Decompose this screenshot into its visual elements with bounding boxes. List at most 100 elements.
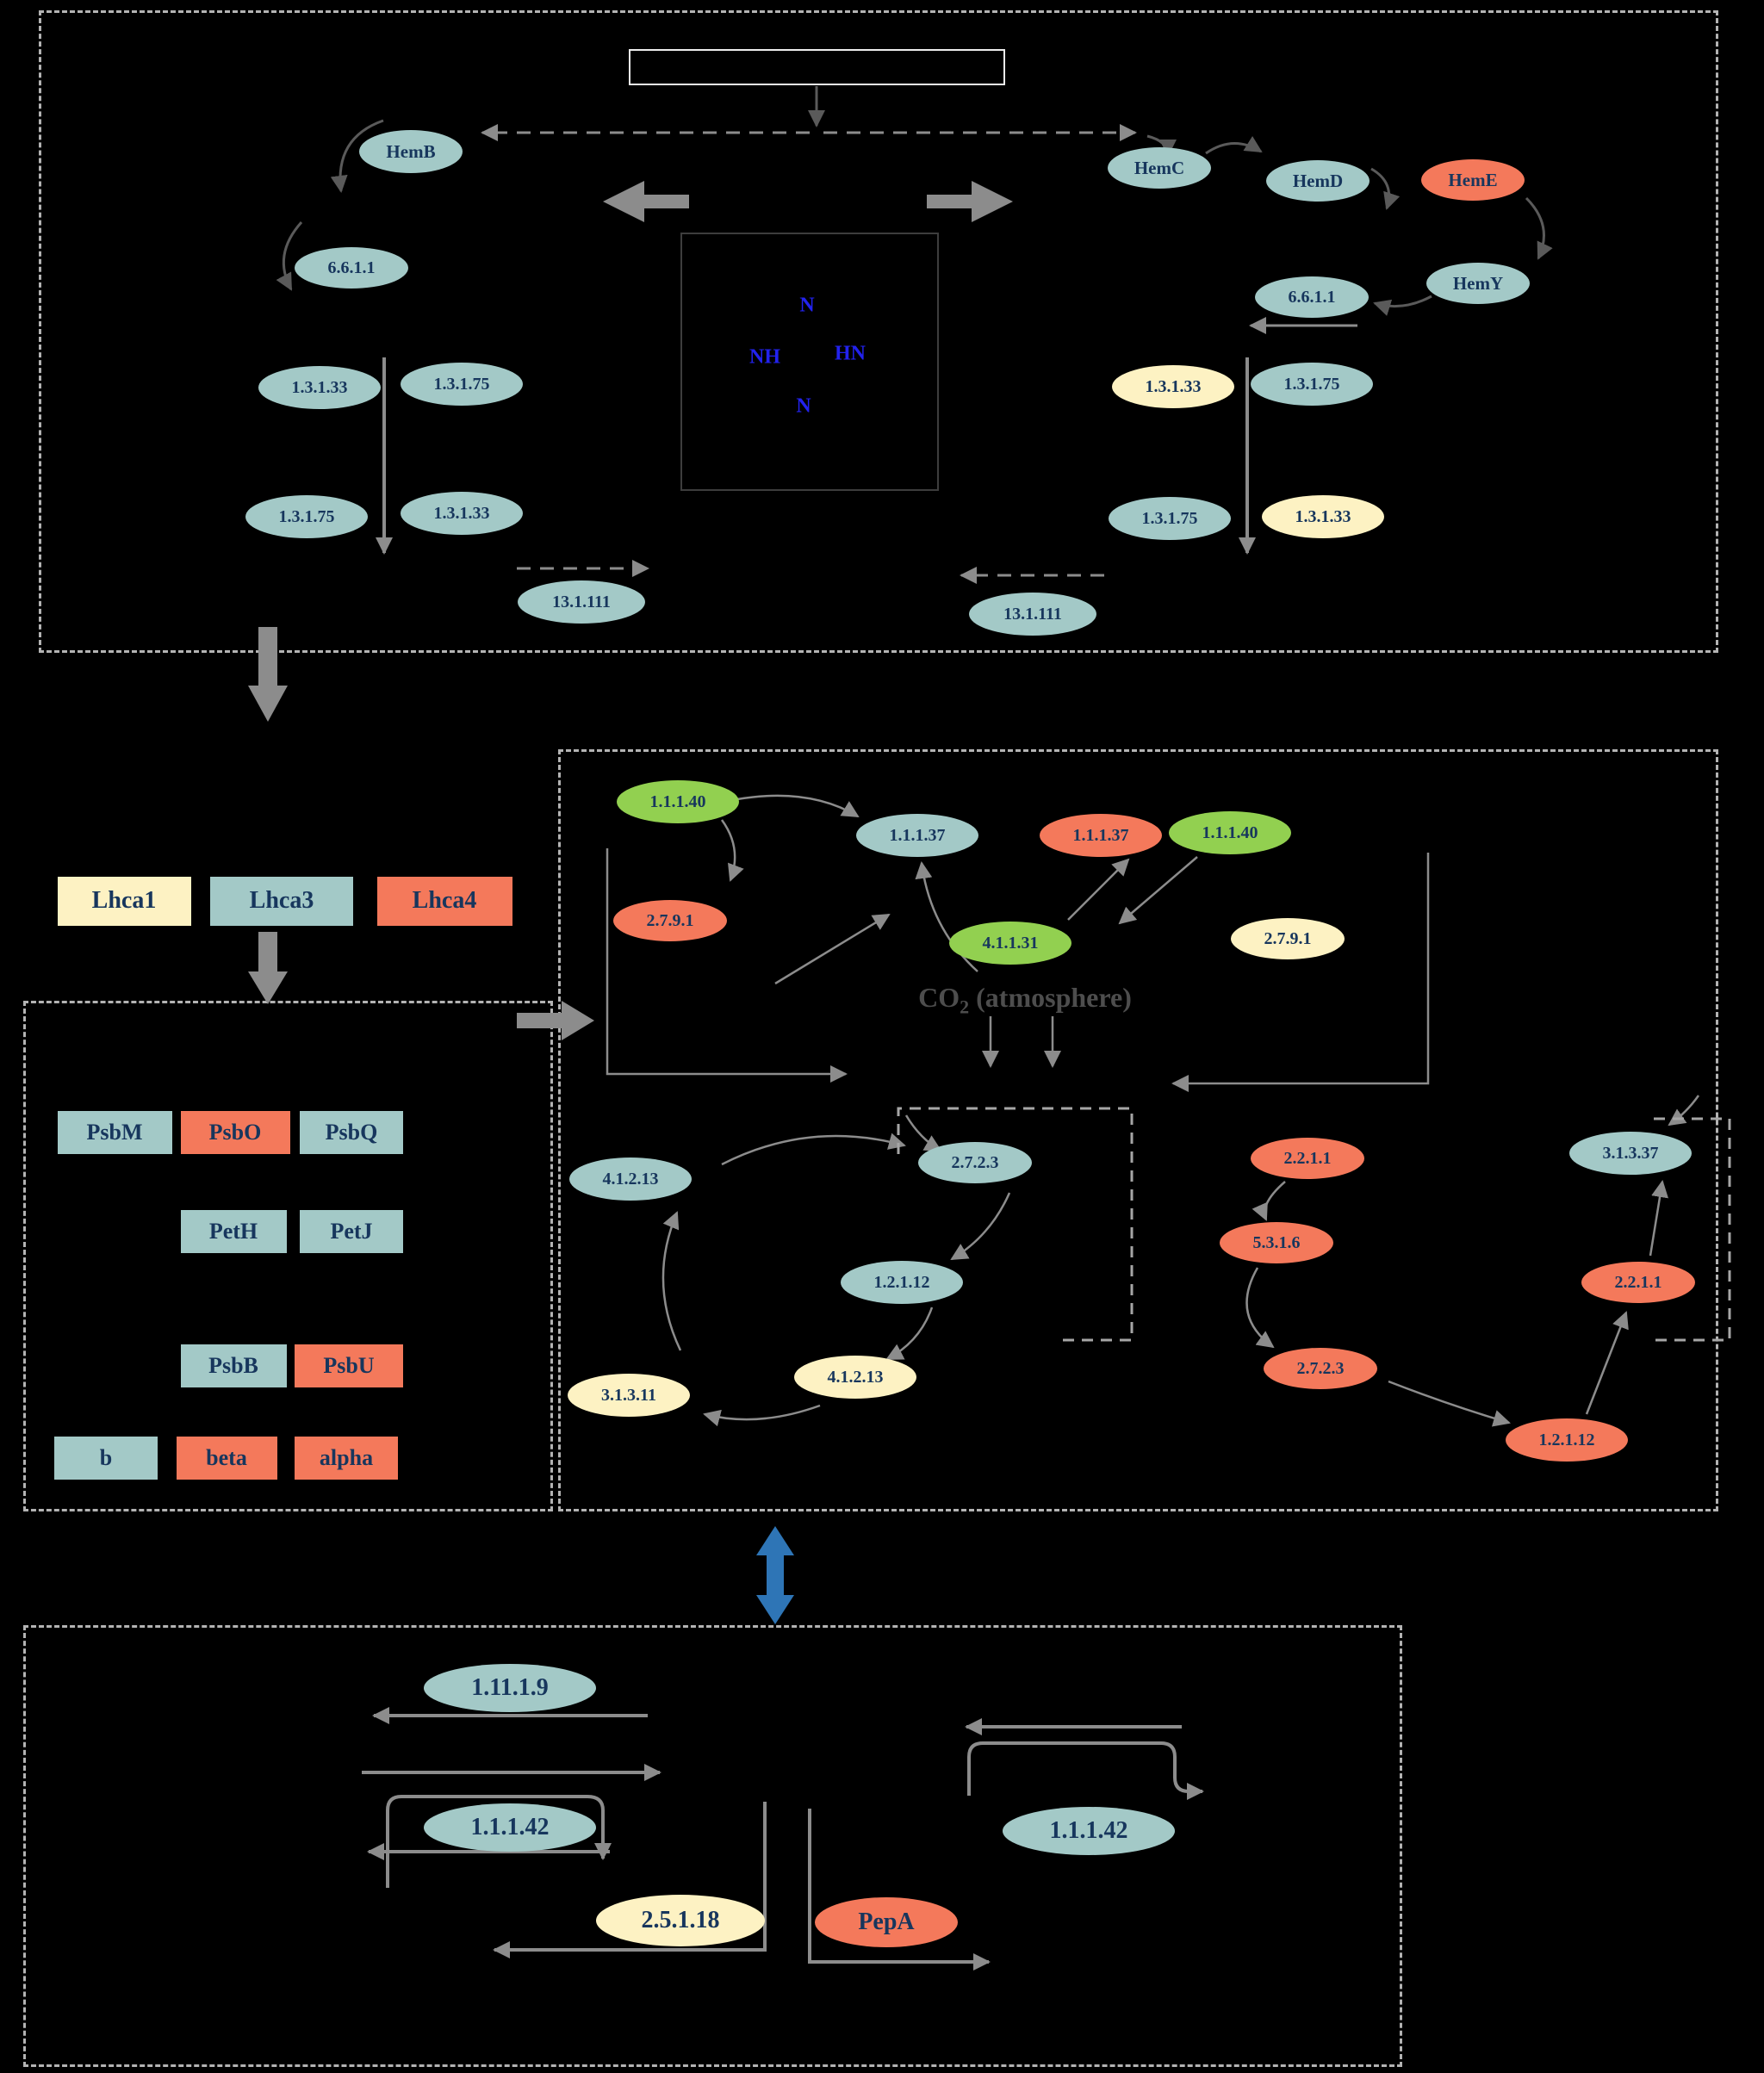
ec-6-6-1-1-right: 6.6.1.1 (1255, 276, 1369, 318)
calvin-arc-to-41213b (885, 1306, 934, 1361)
fat-arrow-left (603, 181, 689, 222)
photosystem-box (23, 1001, 553, 1511)
co2-suffix: (atmosphere) (969, 982, 1132, 1013)
ec-2-7-2-3-b: 2.7.2.3 (1264, 1348, 1377, 1389)
ec-13-1-111-right: 13.1.111 (969, 593, 1096, 636)
arrow-heme-hemy (1525, 196, 1553, 260)
petH: PetH (180, 1210, 287, 1253)
ec-1-2-1-12-a: 1.2.1.12 (841, 1261, 963, 1304)
arrow-2791a-up (774, 913, 891, 985)
carbon-fixation-box (558, 749, 1718, 1511)
blue-double-arrow (756, 1526, 794, 1624)
arrow-11140a-down (720, 819, 744, 882)
subunit-b: b (54, 1437, 158, 1480)
calvin-arc-top (721, 1133, 906, 1166)
calvin-arc-bottom (703, 1404, 821, 1427)
arrow-into-31337 (1668, 1095, 1700, 1126)
pathway-title-box (629, 49, 1005, 85)
ec-3-1-3-37: 3.1.3.37 (1569, 1132, 1692, 1175)
hemC: HemC (1108, 147, 1211, 189)
antioxidant-box (23, 1625, 1402, 2067)
arrow-hemy-6611 (1373, 295, 1432, 316)
psbU: PsbU (295, 1344, 403, 1387)
ec-3-1-3-11: 3.1.3.11 (568, 1374, 690, 1417)
hemY: HemY (1426, 263, 1530, 304)
ec-1-3-1-75-left-bottom: 1.3.1.75 (245, 495, 368, 538)
hemD: HemD (1266, 160, 1370, 202)
porphyrin-n-bottom: N (796, 394, 811, 418)
arrow-hemb-loop (330, 119, 384, 193)
arrow-12112b-2211b (1585, 1311, 1629, 1415)
arrow-hemd-down (1370, 167, 1401, 210)
subunit-beta: beta (176, 1437, 277, 1480)
arrow-11140a-to-11137a (736, 794, 860, 818)
psbO: PsbO (180, 1111, 290, 1154)
arrow-right-L (1171, 853, 1430, 1092)
arrow-6611-left-loop (276, 221, 303, 291)
co2-atmosphere-label: CO2 (atmosphere) (870, 982, 1180, 1018)
inner-dashed-box-ppp (1654, 1117, 1731, 1342)
petJ: PetJ (300, 1210, 403, 1253)
ec-1-1-1-37-b: 1.1.1.37 (1040, 814, 1162, 857)
calvin-arc-left (662, 1211, 682, 1351)
co2-subscript: 2 (960, 996, 970, 1018)
ec-1-1-1-42-left: 1.1.1.42 (424, 1803, 596, 1852)
ec-2-7-2-3-a: 2.7.2.3 (918, 1142, 1032, 1183)
ec-6-6-1-1-left: 6.6.1.1 (295, 247, 408, 289)
ec-1-3-1-75-right-bottom: 1.3.1.75 (1109, 497, 1231, 540)
ec-2-2-1-1-a: 2.2.1.1 (1251, 1138, 1364, 1179)
ec-1-3-1-75-right-top: 1.3.1.75 (1251, 363, 1373, 406)
arrow-hemc-hemd (1205, 135, 1263, 155)
psbM: PsbM (57, 1111, 172, 1154)
fat-arrow-right-to-carbon (517, 1001, 594, 1040)
arrow-25118-branch (493, 1802, 767, 1958)
arrow-5316-2723b (1245, 1267, 1275, 1349)
heme-biosynthesis-box (39, 10, 1718, 653)
arrow-2211b-31337 (1649, 1180, 1668, 1257)
calvin-arc-right (950, 1192, 1011, 1261)
ec-4-1-2-13-b: 4.1.2.13 (794, 1356, 916, 1399)
hemE: HemE (1421, 159, 1525, 201)
pepA: PepA (815, 1897, 958, 1947)
psbQ: PsbQ (300, 1111, 403, 1154)
ec-1-1-1-40-b: 1.1.1.40 (1169, 811, 1291, 854)
ec-1-3-1-33-right-bottom: 1.3.1.33 (1262, 495, 1384, 538)
ec-1-2-1-12-b: 1.2.1.12 (1506, 1418, 1628, 1462)
arrow-2723b-12112b (1388, 1380, 1511, 1427)
ec-1-1-1-37-a: 1.1.1.37 (856, 814, 978, 857)
ec-2-5-1-18: 2.5.1.18 (596, 1895, 765, 1946)
porphyrin-nh-left: NH (749, 345, 780, 369)
ec-2-2-1-1-b: 2.2.1.1 (1581, 1262, 1695, 1303)
porphyrin-n-top: N (799, 294, 815, 317)
ec-1-11-1-9: 1.11.1.9 (424, 1664, 596, 1712)
ec-1-3-1-75-left-top: 1.3.1.75 (401, 363, 523, 406)
arrow-into-2723a (904, 1114, 942, 1152)
ec-5-3-1-6: 5.3.1.6 (1220, 1222, 1333, 1263)
ec-1-3-1-33-left-bottom: 1.3.1.33 (401, 492, 523, 535)
ec-4-1-2-13-a: 4.1.2.13 (569, 1158, 692, 1201)
ec-1-1-1-40-a: 1.1.1.40 (617, 780, 739, 823)
bracket-11142-left (386, 1795, 612, 1888)
arrow-2211a-5316 (1252, 1181, 1286, 1221)
arrow-left-L (606, 848, 848, 1083)
porphyrin-ring-box (680, 233, 939, 491)
ec-1-3-1-33-left-top: 1.3.1.33 (258, 366, 381, 409)
lhca1: Lhca1 (57, 876, 191, 926)
ec-2-7-9-1-b: 2.7.9.1 (1231, 918, 1345, 959)
arrow-41131-up (1067, 858, 1130, 921)
fat-arrow-down-to-photosystem (248, 932, 288, 1004)
inner-dashed-box-gap3p (897, 1107, 1134, 1342)
subunit-alpha: alpha (295, 1437, 398, 1480)
porphyrin-hn-right: HN (835, 342, 866, 365)
arrow-co2-up-11137a (915, 861, 978, 972)
fat-arrow-right (927, 181, 1013, 222)
ec-1-3-1-33-right-top: 1.3.1.33 (1112, 365, 1234, 408)
ec-2-7-9-1-a: 2.7.9.1 (613, 900, 727, 941)
arrow-11140b-down (1118, 856, 1198, 925)
hemB: HemB (359, 130, 463, 173)
psbB: PsbB (180, 1344, 287, 1387)
ec-13-1-111-left: 13.1.111 (518, 580, 645, 624)
fat-arrow-down-to-lhca (248, 627, 288, 722)
